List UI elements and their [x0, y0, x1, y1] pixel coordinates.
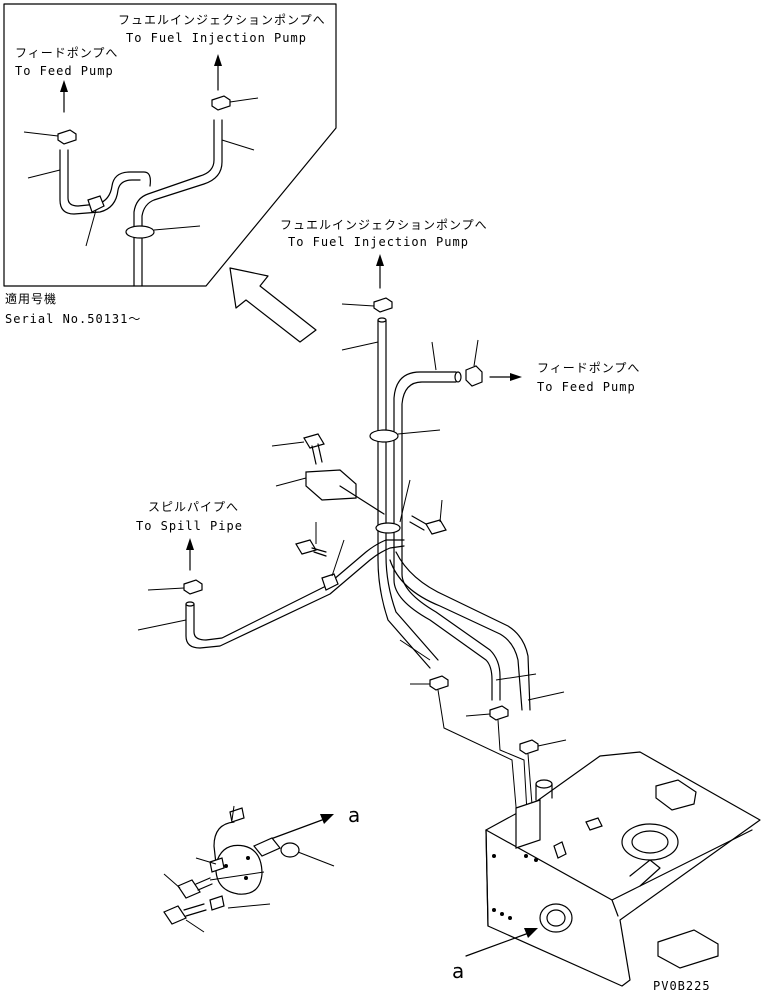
inset-arrow-up-injection-icon [214, 54, 222, 91]
bolt-right-icon [409, 499, 447, 535]
feed-pipe [393, 371, 493, 701]
inset-injection-label-en: To Fuel Injection Pump [126, 31, 307, 45]
spill-pipe [185, 545, 405, 649]
spill-nut-icon [147, 579, 203, 595]
inset-leader-left-pipe [27, 169, 61, 179]
injection-pipe [377, 319, 431, 669]
sender-assembly [163, 805, 335, 933]
feed-label-en: To Feed Pump [537, 380, 636, 394]
clamp-lower-icon [375, 479, 411, 534]
inset-nut-left-icon [23, 129, 77, 145]
feed-pipe-2 [401, 381, 501, 701]
inset-feed-label-en: To Feed Pump [15, 64, 114, 78]
bolt-upper-icon [271, 433, 325, 465]
tank-outline [485, 751, 761, 987]
ref-arrow-upper-icon [267, 814, 334, 841]
ref-a-lower: a [452, 959, 464, 983]
nut-lower-left-icon [410, 675, 519, 831]
inset-leader-right-pipe [221, 139, 255, 151]
detail-arrow-icon [229, 267, 317, 343]
bolt-middle-icon [295, 522, 327, 557]
return-pipe [389, 559, 523, 711]
injection-label-jp: フュエルインジェクションポンプへ [280, 218, 488, 232]
spill-pipe-2 [193, 539, 405, 641]
injection-label-en: To Fuel Injection Pump [288, 235, 469, 249]
inset-nut-right-icon [211, 95, 259, 111]
feed-nut-icon [465, 339, 483, 387]
sender-plate [215, 844, 263, 895]
arrow-up-spill-icon [186, 538, 194, 571]
inset-feed-label-jp: フィードポンプへ [15, 46, 118, 60]
sender-gasket [280, 842, 300, 858]
injection-nut-icon [341, 297, 393, 313]
spill-pipe-end [185, 601, 195, 607]
feed-pipe-end [454, 371, 462, 383]
nut-lower-mid-icon [465, 705, 529, 831]
serial-applicable-label: 適用号機 [5, 291, 57, 306]
arrow-up-injection-icon [376, 254, 384, 289]
inset-frame [3, 3, 337, 287]
inset-clamp-large-icon [125, 225, 201, 239]
tank-cover-plate [655, 779, 697, 811]
serial-number-label: Serial No.50131～ [5, 312, 141, 326]
tank-step [657, 929, 719, 969]
arrow-right-feed-icon [489, 373, 522, 381]
feed-lower-leader [495, 673, 537, 681]
inset-pipe-right [133, 119, 215, 287]
inset-injection-label-jp: フュエルインジェクションポンプへ [118, 13, 326, 27]
return-pipe-leader [527, 691, 565, 701]
spill-label-en: To Spill Pipe [136, 519, 243, 533]
sender-bolt-upper-icon [163, 873, 213, 899]
injection-pipe-leader [341, 341, 379, 351]
injection-pipe-2 [385, 319, 439, 661]
inset-pipe-right-2 [141, 119, 223, 287]
injection-lower-leader [399, 639, 431, 661]
sender-float [253, 837, 281, 857]
spill-label-jp: スピルパイプへ [148, 500, 239, 514]
tank-neck [515, 799, 541, 849]
ref-arrow-lower-icon [465, 928, 538, 957]
injection-pipe-end [377, 317, 387, 323]
clamp-spill-icon [321, 539, 345, 591]
ref-a-upper: a [348, 803, 360, 827]
fuel-tank [485, 751, 761, 987]
sender-bolt-lower-icon [163, 903, 207, 933]
drawing-code: PV0B225 [653, 979, 711, 993]
inset-arrow-up-feed-icon [60, 80, 68, 113]
clamp-upper-icon [369, 429, 441, 443]
spill-pipe-leader [137, 619, 187, 631]
feed-pipe-leader [431, 341, 437, 371]
inset-pipe-left-2 [67, 149, 151, 207]
inset-pipe-left [59, 149, 141, 215]
bracket-icon [275, 469, 385, 515]
return-pipe-2 [395, 551, 531, 711]
inset-clamp-small-icon [85, 195, 105, 247]
feed-label-jp: フィードポンプへ [537, 361, 640, 375]
inset-detail: フュエルインジェクションポンプへ To Fuel Injection Pump … [3, 3, 337, 287]
